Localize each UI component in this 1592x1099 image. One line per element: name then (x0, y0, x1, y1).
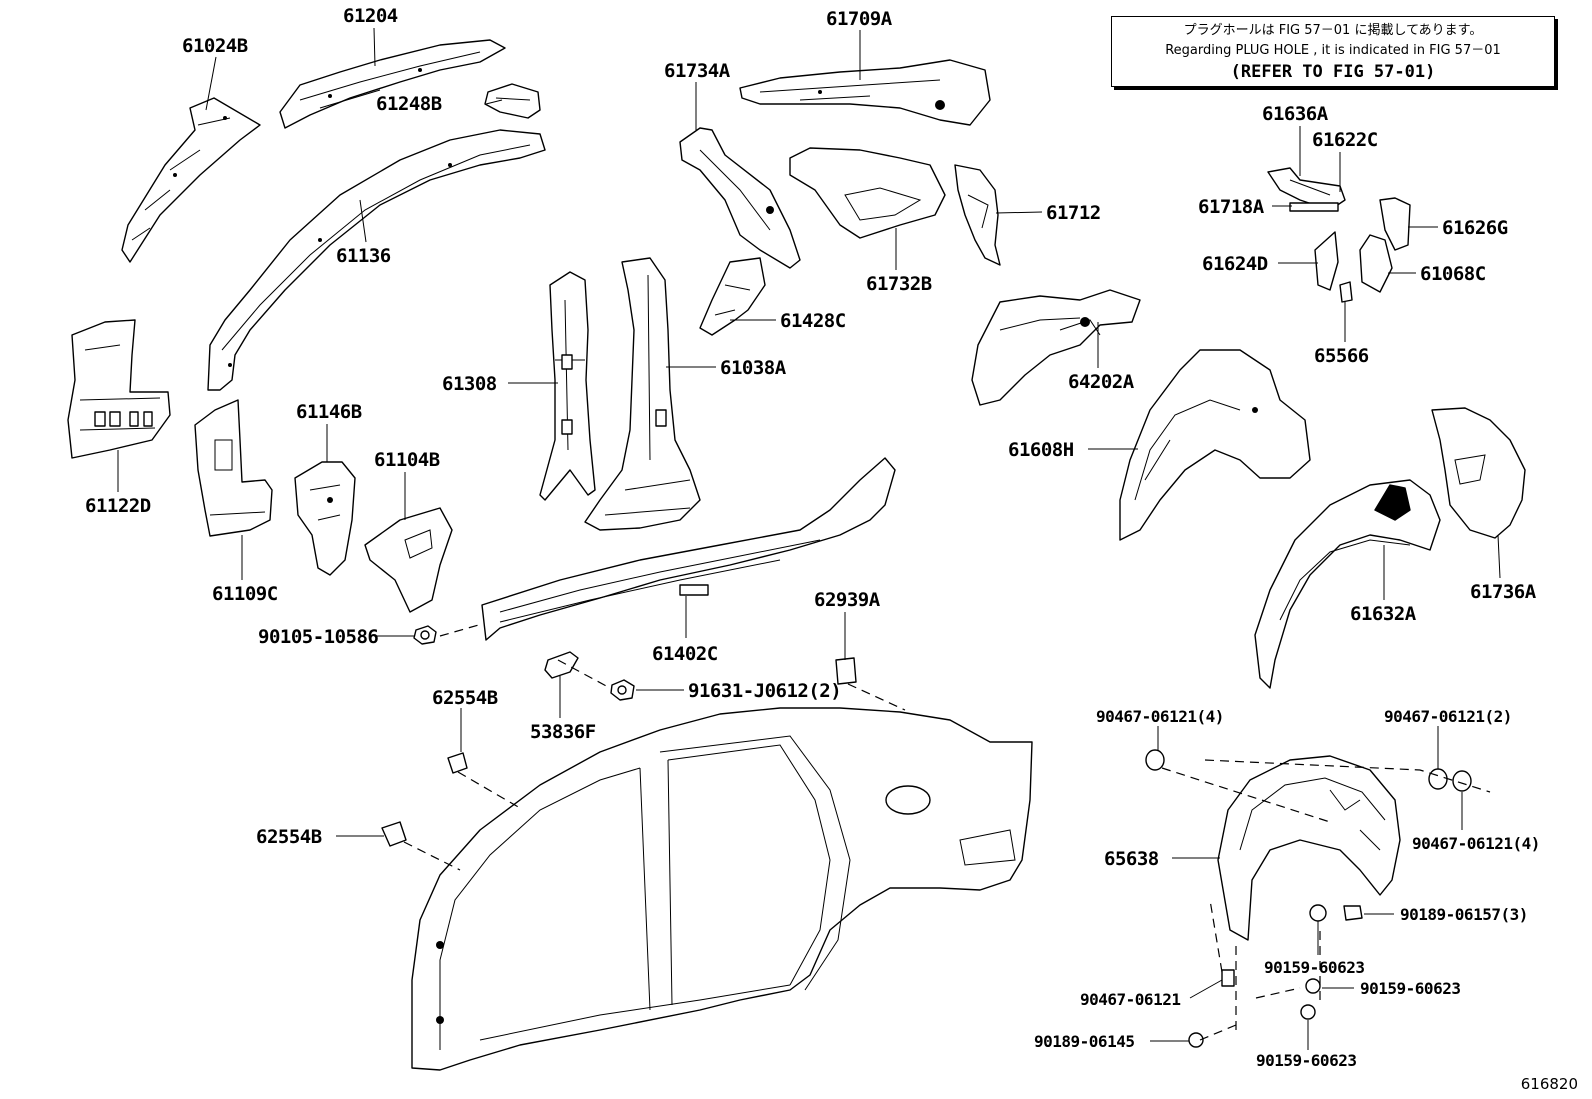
label-65566[interactable]: 65566 (1314, 345, 1369, 367)
part-61068C-shape[interactable] (1359, 234, 1393, 293)
fastener-90189-a-shape[interactable] (1343, 905, 1363, 921)
fastener-90467-b-shape[interactable] (1428, 768, 1448, 790)
part-61024B-shape[interactable] (121, 97, 261, 263)
part-65638-shape[interactable] (1217, 755, 1401, 941)
label-61308[interactable]: 61308 (442, 373, 497, 395)
label-65638[interactable]: 65638 (1104, 848, 1159, 870)
label-90159-60623-a[interactable]: 90159-60623 (1264, 958, 1365, 977)
label-62939A[interactable]: 62939A (814, 589, 881, 611)
label-61038A[interactable]: 61038A (720, 357, 787, 379)
fastener-90467-c-shape[interactable] (1452, 770, 1472, 792)
label-91631-J0612[interactable]: 91631-J0612(2) (688, 680, 842, 702)
label-90467-06121-4a[interactable]: 90467-06121(4) (1096, 707, 1224, 726)
label-61736A[interactable]: 61736A (1470, 581, 1537, 603)
part-61734A-shape[interactable] (679, 127, 801, 269)
label-61204[interactable]: 61204 (343, 5, 398, 27)
part-61109C-shape[interactable] (194, 399, 273, 537)
part-labels: 61024B 61204 61248B 61709A 61734A 61136 … (85, 5, 1540, 1070)
part-61428C-shape[interactable] (699, 257, 766, 336)
label-61608H[interactable]: 61608H (1008, 439, 1074, 461)
fastener-90467-d-shape[interactable] (1221, 969, 1235, 987)
part-61402C-shape[interactable] (481, 457, 896, 641)
note-english-text: Regarding PLUG HOLE , it is indicated in… (1165, 43, 1501, 58)
label-61024B[interactable]: 61024B (182, 35, 248, 57)
part-61732B-shape[interactable] (789, 147, 946, 239)
part-61146B-shape[interactable] (294, 461, 356, 576)
label-61402C[interactable]: 61402C (652, 643, 718, 665)
label-62554B-upper[interactable]: 62554B (432, 687, 498, 709)
part-shapes (67, 39, 1526, 1071)
note-refer-text: (REFER TO FIG 57-01) (1230, 62, 1436, 82)
label-90159-60623-b[interactable]: 90159-60623 (1360, 979, 1461, 998)
label-61734A[interactable]: 61734A (664, 60, 731, 82)
part-61122D-shape[interactable] (67, 319, 171, 459)
label-61146B[interactable]: 61146B (296, 401, 362, 423)
part-61709A-shape[interactable] (739, 59, 991, 126)
label-61428C[interactable]: 61428C (780, 310, 846, 332)
label-90189-06145[interactable]: 90189-06145 (1034, 1032, 1135, 1051)
label-61624D[interactable]: 61624D (1202, 253, 1268, 275)
reference-note-box: プラグホールは FIG 57－01 に掲載してあります。 Regarding P… (1111, 16, 1555, 87)
fastener-90159-a-shape[interactable] (1309, 904, 1327, 922)
label-61136[interactable]: 61136 (336, 245, 391, 267)
note-japanese-text: プラグホールは FIG 57－01 に掲載してあります。 (1183, 23, 1483, 38)
figure-id: 616820 (1520, 1075, 1578, 1093)
part-61636A-shape[interactable] (1267, 167, 1346, 211)
label-61718A[interactable]: 61718A (1198, 196, 1265, 218)
part-61136-shape[interactable] (207, 129, 546, 391)
label-90105-10586[interactable]: 90105-10586 (258, 626, 379, 648)
clip-62554B-upper-shape[interactable] (447, 752, 468, 774)
label-61104B[interactable]: 61104B (374, 449, 440, 471)
part-61608H-shape[interactable] (1119, 349, 1311, 541)
label-53836F[interactable]: 53836F (530, 721, 596, 743)
label-61712[interactable]: 61712 (1046, 202, 1101, 224)
part-62939A-shape[interactable] (835, 657, 857, 685)
label-61068C[interactable]: 61068C (1420, 263, 1486, 285)
part-61632A-shape[interactable] (1254, 479, 1441, 689)
part-61204-shape[interactable] (279, 39, 506, 129)
label-61622C[interactable]: 61622C (1312, 129, 1378, 151)
assembly-dashed-lines (403, 623, 1491, 1041)
part-53836F-shape[interactable] (544, 651, 579, 679)
part-61626G-shape[interactable] (1379, 197, 1411, 251)
bolt-91631-shape[interactable] (610, 679, 635, 701)
part-61718A-shape[interactable] (1289, 202, 1339, 212)
part-61736A-shape[interactable] (1431, 407, 1526, 539)
part-61712-shape[interactable] (954, 164, 1001, 266)
label-64202A[interactable]: 64202A (1068, 371, 1135, 393)
side-panel-outer-shape[interactable] (411, 707, 1033, 1071)
label-90189-06157[interactable]: 90189-06157(3) (1400, 905, 1528, 924)
label-90159-60623-c[interactable]: 90159-60623 (1256, 1051, 1357, 1070)
label-61732B[interactable]: 61732B (866, 273, 932, 295)
part-61038A-shape[interactable] (584, 257, 701, 531)
label-61248B[interactable]: 61248B (376, 93, 442, 115)
fastener-90467-a-shape[interactable] (1145, 749, 1165, 771)
fastener-90159-b-shape[interactable] (1305, 978, 1321, 994)
part-65566-shape[interactable] (1339, 281, 1353, 303)
fastener-90159-c-shape[interactable] (1300, 1004, 1316, 1020)
bolt-90105-shape[interactable] (413, 625, 437, 645)
label-61626G[interactable]: 61626G (1442, 217, 1508, 239)
part-61104B-shape[interactable] (364, 507, 453, 613)
part-61308-shape[interactable] (539, 271, 596, 501)
leader-lines (117, 27, 1501, 1050)
label-61109C[interactable]: 61109C (212, 583, 278, 605)
label-90467-06121[interactable]: 90467-06121 (1080, 990, 1181, 1009)
label-61636A[interactable]: 61636A (1262, 103, 1329, 125)
label-61632A[interactable]: 61632A (1350, 603, 1417, 625)
part-64202A-shape[interactable] (971, 289, 1141, 406)
label-61709A[interactable]: 61709A (826, 8, 893, 30)
label-90467-06121-4b[interactable]: 90467-06121(4) (1412, 834, 1540, 853)
part-61248B-shape[interactable] (484, 83, 541, 119)
clip-62554B-lower-shape[interactable] (381, 821, 407, 847)
fastener-90189-b-shape[interactable] (1188, 1032, 1204, 1048)
label-90467-06121-2[interactable]: 90467-06121(2) (1384, 707, 1512, 726)
part-61624D-shape[interactable] (1314, 231, 1339, 291)
label-62554B-lower[interactable]: 62554B (256, 826, 322, 848)
label-61122D[interactable]: 61122D (85, 495, 151, 517)
